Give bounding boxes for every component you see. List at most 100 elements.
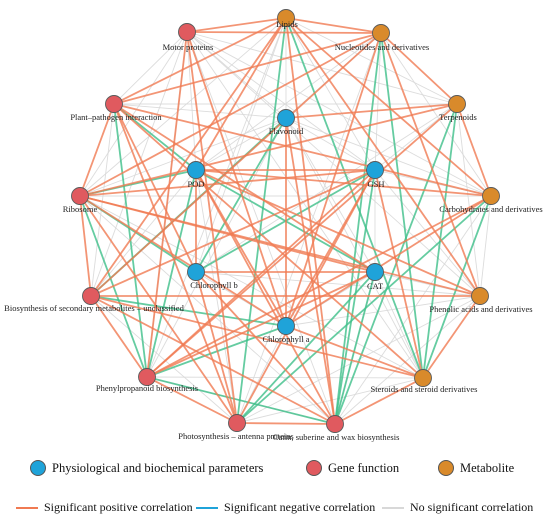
node-motor: Motor proteins: [163, 23, 214, 52]
edge-none-terpenoids-phenolic: [456, 103, 481, 297]
node-cat: CAT: [366, 263, 384, 291]
node-circle-steroids: [414, 369, 432, 387]
node-label-cat: CAT: [367, 281, 384, 291]
node-phenolic: Phenolic acids and derivatives: [429, 287, 533, 314]
edge-positive-motor-phenylpropanoid: [146, 31, 188, 378]
edge-positive-plantpathogen-photosynthesis: [113, 103, 238, 424]
edge-positive-biosynthesis-cutin: [90, 295, 336, 425]
edge-positive-motor-lipids: [186, 17, 287, 33]
edge-none-nucleotides-pod: [195, 32, 382, 171]
edge-none-lipids-gsh: [285, 17, 376, 171]
edge-positive-terpenoids-flavonoid: [285, 103, 458, 119]
legend-negative-line: [196, 506, 218, 509]
legend-negative-label: Significant negative correlation: [224, 500, 376, 514]
node-chlb: Chlorophyll b: [187, 263, 238, 290]
node-label-phenolic: Phenolic acids and derivatives: [429, 304, 532, 314]
node-gsh: GSH: [366, 161, 385, 189]
node-cutin: Cutin, suberine and wax biosynthesis: [273, 415, 400, 442]
legend-gene-label: Gene function: [328, 460, 400, 475]
node-circle-chlb: [187, 263, 205, 281]
edge-none-motor-flavonoid: [186, 31, 287, 119]
legend-physio-label: Physiological and biochemical parameters: [52, 460, 264, 475]
node-circle-phenylpropanoid: [138, 368, 156, 386]
edge-positive-nucleotides-plantpathogen: [113, 32, 382, 105]
edge-none-phenolic-gsh: [374, 169, 481, 297]
node-label-chla: Chlorophyll a: [263, 334, 310, 344]
edge-positive-biosynthesis-steroids: [90, 295, 424, 379]
edge-none-lipids-ribosome: [79, 17, 287, 197]
edge-positive-cutin-flavonoid: [285, 117, 336, 425]
edge-positive-steroids-chla: [285, 325, 424, 379]
edge-negative-chla-phenylpropanoid: [146, 325, 287, 378]
edge-none-steroids-ribosome: [79, 195, 424, 379]
legend-item-negative: Significant negative correlation: [196, 500, 375, 515]
node-photosynthesis: Photosynthesis – antenna proteins: [178, 414, 294, 441]
node-circle-pod: [187, 161, 205, 179]
edge-none-plantpathogen-motor: [113, 31, 188, 105]
edge-none-phenolic-cutin: [334, 295, 481, 425]
node-circle-lipids: [277, 9, 295, 27]
edge-positive-ribosome-biosynthesis: [79, 195, 92, 297]
edge-positive-pod-chla: [195, 169, 287, 327]
edge-negative-gsh-cutin: [334, 169, 376, 425]
node-flavonoid: Flavonoid: [269, 109, 304, 136]
legend-item-none: No significant correlation: [382, 500, 533, 515]
node-pod: POD: [187, 161, 205, 189]
edge-positive-motor-photosynthesis: [186, 31, 238, 424]
edge-positive-phenolic-pod: [195, 169, 481, 297]
node-plantpathogen: Plant–pathogen interaction: [70, 95, 162, 122]
edge-none-steroids-photosynthesis: [236, 377, 424, 424]
node-label-photosynthesis: Photosynthesis – antenna proteins: [178, 431, 293, 441]
edge-none-ribosome-motor: [79, 31, 188, 197]
node-circle-carbohydrates: [482, 187, 500, 205]
edge-negative-pod-phenylpropanoid: [146, 169, 197, 378]
edge-none-carbohydrates-flavonoid: [285, 117, 492, 197]
legend-item-metabolite: Metabolite: [438, 460, 514, 476]
node-label-gsh: GSH: [367, 179, 384, 189]
edge-positive-nucleotides-terpenoids: [380, 32, 458, 105]
edge-positive-lipids-biosynthesis: [90, 17, 287, 297]
legend-metab-dot: [438, 460, 454, 476]
edge-none-carbohydrates-phenolic: [479, 195, 492, 297]
node-steroids: Steroids and steroid derivatives: [371, 369, 477, 394]
edge-none-steroids-flavonoid: [285, 117, 424, 379]
node-terpenoids: Terpenoids: [439, 95, 477, 122]
legend-item-gene-function: Gene function: [306, 460, 399, 476]
node-label-chlb: Chlorophyll b: [190, 280, 237, 290]
edge-positive-lipids-phenolic: [285, 17, 481, 297]
edge-none-biosynthesis-plantpathogen: [90, 103, 115, 297]
edge-none-flavonoid-pod: [195, 117, 287, 171]
edge-negative-nucleotides-steroids: [380, 32, 424, 379]
edge-positive-phenolic-steroids: [422, 295, 481, 379]
edge-positive-lipids-plantpathogen: [113, 17, 287, 105]
edge-positive-ribosome-gsh: [79, 169, 376, 197]
edge-none-ribosome-flavonoid: [79, 117, 287, 197]
edge-positive-phenylpropanoid-photosynthesis: [146, 376, 238, 424]
significant-correlation-edges: [79, 17, 492, 425]
edge-positive-lipids-nucleotides: [285, 17, 382, 34]
edge-positive-chla-gsh: [285, 169, 376, 327]
node-label-pod: POD: [187, 179, 204, 189]
node-label-motor: Motor proteins: [163, 42, 214, 52]
legend-none-label: No significant correlation: [410, 500, 534, 514]
node-circle-chla: [277, 317, 295, 335]
edge-negative-carbohydrates-steroids: [422, 195, 492, 379]
node-label-carbohydrates: Carbohydrates and derivatives: [439, 204, 542, 214]
node-nucleotides: Nucleotides and derivatives: [335, 24, 429, 52]
no-correlation-edges: [79, 17, 492, 425]
node-label-cutin: Cutin, suberine and wax biosynthesis: [273, 432, 400, 442]
node-circle-terpenoids: [448, 95, 466, 113]
edge-positive-carbohydrates-chla: [285, 195, 492, 327]
edge-none-phenylpropanoid-flavonoid: [146, 117, 287, 378]
node-label-ribosome: Ribosome: [63, 204, 98, 214]
edge-positive-motor-nucleotides: [186, 31, 382, 34]
legend-item-positive: Significant positive correlation: [16, 500, 193, 515]
edge-positive-biosynthesis-phenylpropanoid: [90, 295, 148, 378]
edge-positive-plantpathogen-cat: [113, 103, 376, 273]
edge-positive-terpenoids-phenylpropanoid: [146, 103, 458, 378]
legend-positive-line: [16, 506, 38, 509]
edge-positive-cutin-steroids: [334, 377, 424, 425]
edge-positive-terpenoids-carbohydrates: [456, 103, 492, 197]
edge-positive-nucleotides-biosynthesis: [90, 32, 382, 297]
